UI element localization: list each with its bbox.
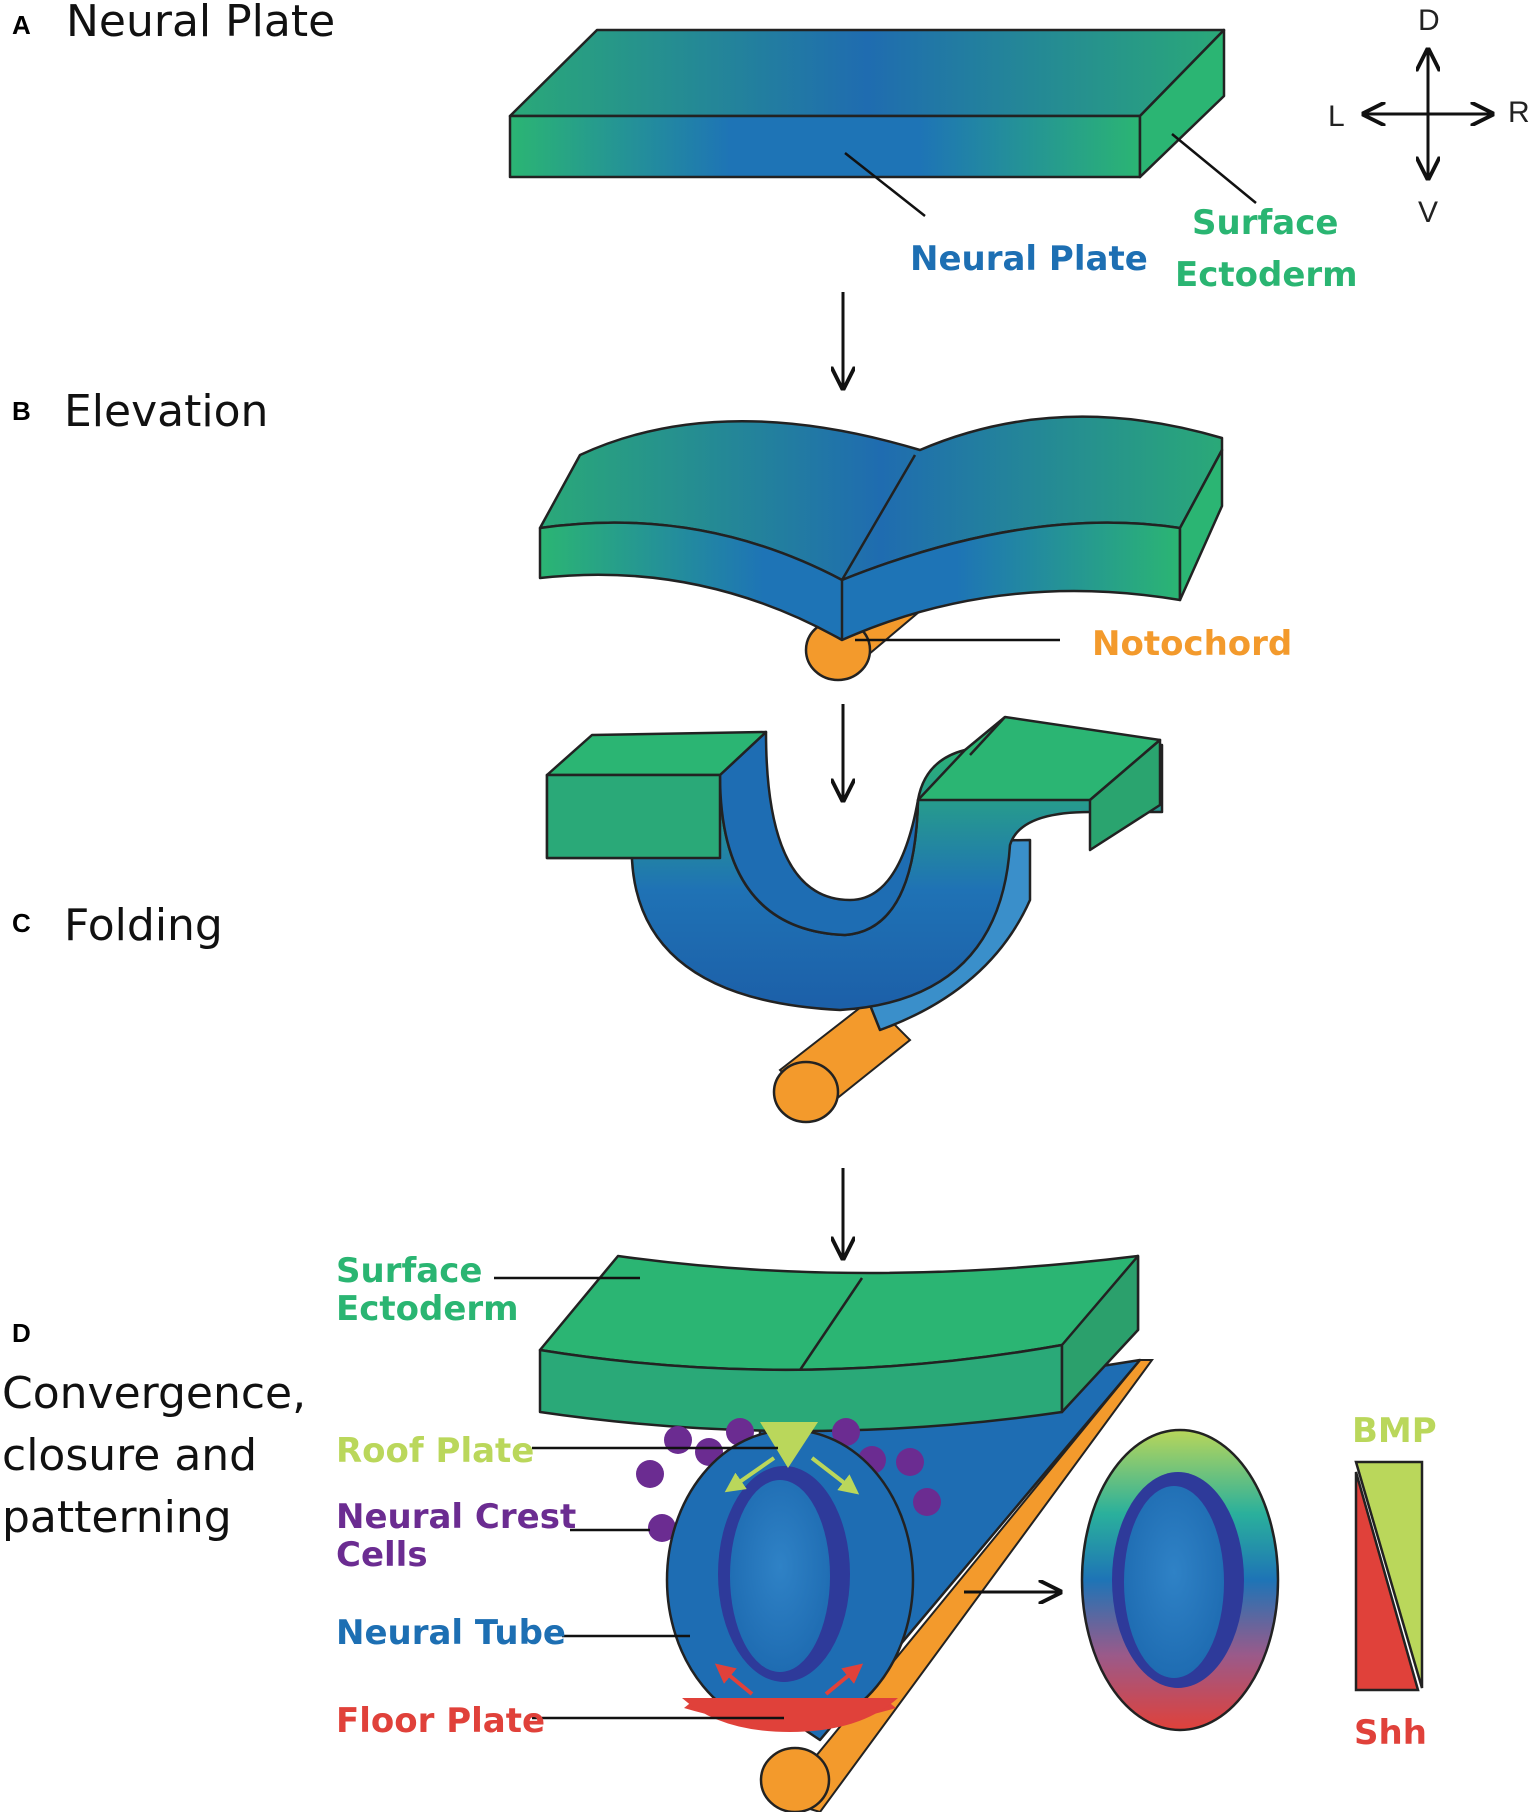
panel-d-title-line3: patterning: [2, 1492, 232, 1543]
notochord-label: Notochord: [1092, 624, 1292, 664]
neural-tube: [665, 1422, 915, 1732]
panel-d-title-line2: closure and: [2, 1430, 257, 1481]
roof-plate-label: Roof Plate: [336, 1431, 534, 1471]
bmp-signal-arrow-right: [810, 1456, 860, 1495]
elevating-neural-plate: [538, 415, 1224, 642]
folding-neural-groove: [545, 715, 1164, 1032]
notochord-c: [772, 998, 912, 1124]
neural-crest-label-line2: Cells: [336, 1535, 428, 1575]
panel-c-letter: C: [12, 908, 31, 938]
axis-ventral-label: V: [1418, 196, 1438, 229]
shh-label: Shh: [1354, 1713, 1427, 1753]
neural-tube-lumen: [730, 1480, 830, 1672]
panel-c-title: Folding: [64, 900, 223, 951]
surface-ectoderm-block: [538, 1254, 1140, 1433]
orientation-compass: D V L R: [1328, 4, 1530, 229]
panel-a-letter: A: [12, 10, 31, 40]
surface-ectoderm-d-label-line1: Surface: [336, 1251, 482, 1291]
neural-crest-label-line1: Neural Crest: [336, 1497, 576, 1537]
axis-right-label: R: [1508, 96, 1530, 129]
roof-plate: [760, 1422, 818, 1468]
shh-signal-arrow-left: [714, 1663, 754, 1696]
bmp-signal-arrow-left: [724, 1456, 776, 1493]
neural-plate-label: Neural Plate: [910, 239, 1148, 279]
floor-plate: [682, 1698, 898, 1732]
floor-plate-label: Floor Plate: [336, 1701, 545, 1741]
panel-a-title: Neural Plate: [66, 0, 335, 47]
neural-plate-leader: [844, 152, 926, 217]
bmp-gradient-wedge: [1354, 1460, 1424, 1689]
surface-ectoderm-d-label-line2: Ectoderm: [336, 1289, 519, 1329]
surface-ectoderm-label-line1: Surface: [1192, 203, 1338, 243]
shh-gradient-wedge: [1354, 1471, 1420, 1692]
bmp-label: BMP: [1352, 1411, 1437, 1451]
panel-b-title: Elevation: [64, 386, 268, 437]
axis-left-label: L: [1328, 100, 1345, 133]
surface-ectoderm-label-line2: Ectoderm: [1175, 255, 1358, 295]
neural-plate-slab: [508, 28, 1226, 179]
axis-dorsal-label: D: [1418, 4, 1440, 37]
surface-ectoderm-leader: [1171, 133, 1257, 204]
panel-d-letter: D: [12, 1318, 31, 1348]
panel-b-letter: B: [12, 396, 31, 426]
neural-tube-label: Neural Tube: [336, 1613, 566, 1653]
morphogen-gradients: [1354, 1460, 1424, 1692]
patterned-neural-tube: [1080, 1428, 1280, 1732]
panel-d-title-line1: Convergence,: [2, 1368, 306, 1419]
shh-signal-arrow-right: [824, 1663, 864, 1696]
neural-crest-cells: [636, 1418, 941, 1542]
